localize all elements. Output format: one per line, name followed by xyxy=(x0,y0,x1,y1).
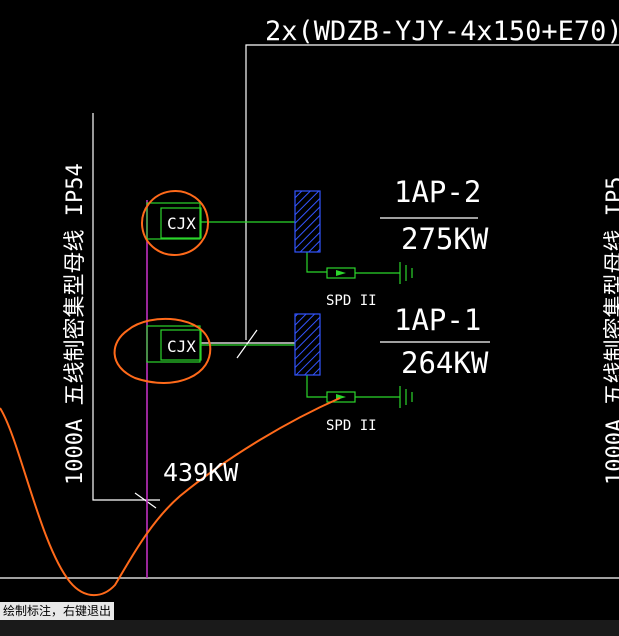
spd-lead-lower xyxy=(306,375,327,398)
busway-label-right: 1000A 五线制密集型母线 IP5 xyxy=(603,177,619,485)
total-load-text: 439KW xyxy=(163,458,239,487)
busway-outline xyxy=(92,113,160,501)
busway-tick xyxy=(134,492,157,509)
spd-arrow-upper xyxy=(336,270,346,276)
panel-name-1ap2: 1AP-2 xyxy=(394,175,481,209)
markup-circle-lower xyxy=(113,317,212,384)
command-bar[interactable] xyxy=(0,620,619,636)
spd-label-lower: SPD II xyxy=(326,418,377,434)
branch-circuits xyxy=(146,202,413,408)
panel-name-1ap1: 1AP-1 xyxy=(394,303,481,337)
busway-label: 1000A 五线制密集型母线 IP54 xyxy=(63,163,88,485)
cjx-inner-upper xyxy=(160,207,202,239)
markup-circle-upper xyxy=(141,189,209,257)
breaker-upper xyxy=(294,190,321,253)
panel-load-1ap2: 275KW xyxy=(401,222,489,256)
breaker-lower xyxy=(294,313,321,376)
spd-lead-upper xyxy=(306,252,327,273)
cjx-box-upper xyxy=(146,202,201,240)
device-label-lower: CJX xyxy=(167,337,196,356)
panel-load-1ap1: 264KW xyxy=(401,346,489,380)
cable-tick xyxy=(236,329,258,359)
device-label-upper: CJX xyxy=(167,214,196,233)
cjx-box-lower xyxy=(146,325,201,363)
markup-annotations xyxy=(0,189,341,597)
cable-spec-text: 2x(WDZB-YJY-4x150+E70) xyxy=(265,16,619,47)
command-prompt: 绘制标注，右键退出 xyxy=(0,602,115,620)
cable-feeder-line xyxy=(245,44,619,340)
structure-lines xyxy=(0,44,619,579)
spd-label-upper: SPD II xyxy=(326,293,377,309)
markup-arrow-curve xyxy=(0,397,341,597)
